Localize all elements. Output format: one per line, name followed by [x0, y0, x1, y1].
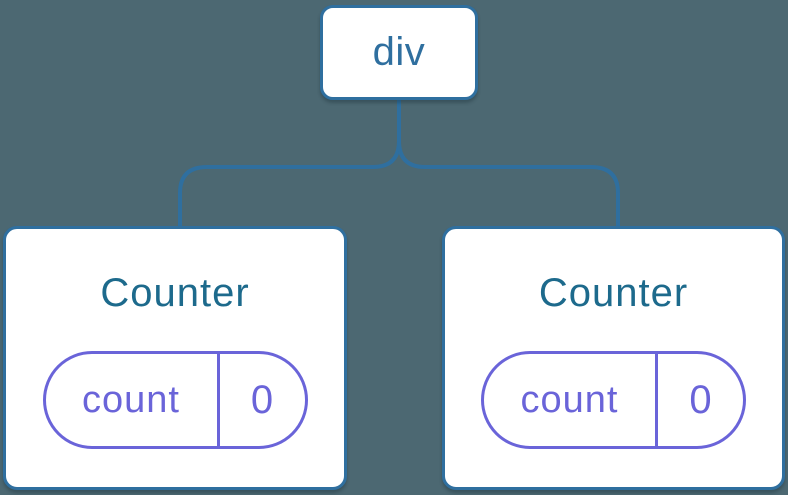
state-key-cell: count [46, 354, 220, 446]
component-title: Counter [100, 271, 250, 315]
state-key-cell: count [484, 354, 658, 446]
state-value: 0 [250, 377, 274, 422]
state-key-label: count [82, 378, 180, 421]
state-key-label: count [520, 378, 619, 421]
connector-left-branch [178, 98, 401, 228]
component-title: Counter [538, 271, 689, 315]
counter-component-card-left: Counter count 0 [3, 226, 347, 490]
state-pill: count 0 [481, 351, 746, 449]
state-value-cell: 0 [658, 354, 743, 446]
state-value-cell: 0 [220, 354, 305, 446]
connector-right-branch [397, 98, 620, 228]
counter-component-card-right: Counter count 0 [442, 226, 785, 490]
state-pill: count 0 [42, 351, 308, 449]
state-value: 0 [689, 377, 712, 422]
root-node-div: div [320, 5, 478, 100]
root-node-label: div [372, 30, 426, 74]
